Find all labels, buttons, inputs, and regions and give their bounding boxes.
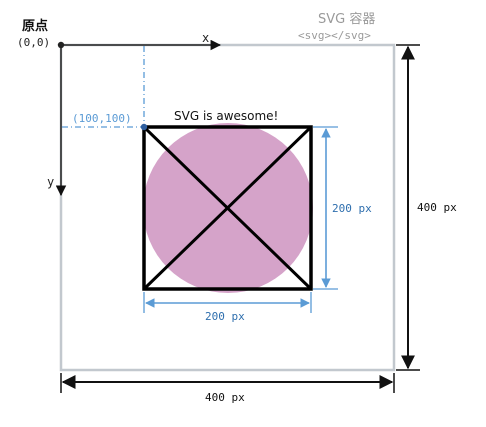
point-coords-label: (100,100)	[72, 112, 132, 125]
y-axis-label: y	[47, 175, 55, 189]
origin-title: 原点	[22, 19, 49, 34]
diagonal-line-b	[142, 125, 313, 291]
x-axis-label: x	[202, 31, 210, 45]
origin-coords: (0,0)	[17, 36, 51, 49]
shape-caption: SVG is awesome!	[174, 109, 279, 123]
outer-height-label: 400 px	[417, 201, 457, 214]
square-shape	[142, 125, 313, 291]
origin-point	[57, 41, 65, 49]
inner-width-label: 200 px	[205, 310, 245, 323]
container-title: SVG 容器	[318, 12, 376, 27]
point-100-100	[140, 123, 148, 131]
container-tag: <svg></svg>	[298, 29, 371, 42]
outer-width-label: 400 px	[205, 391, 245, 404]
svg-container-box	[59, 43, 396, 372]
inner-height-label: 200 px	[332, 202, 372, 215]
